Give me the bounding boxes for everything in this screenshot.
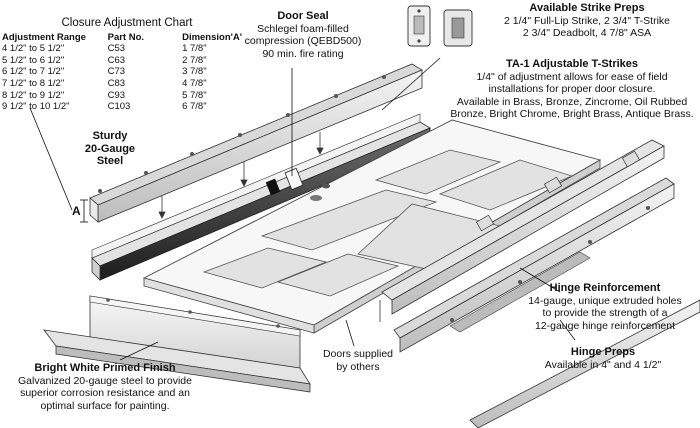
hinge-reinforcement-heading: Hinge Reinforcement xyxy=(549,282,661,294)
hinge-reinforcement-line: 14-gauge, unique extruded holes xyxy=(528,294,682,307)
steel-line: Steel xyxy=(96,155,124,168)
t-strikes-line: Available in Brass, Bronze, Zincrome, Oi… xyxy=(456,95,688,108)
cell-part: C53 xyxy=(107,43,126,55)
dimension-a-marker xyxy=(80,199,88,223)
hinge-reinforcement-line: to provide the strength of a xyxy=(542,307,668,320)
cell-range: 5 1/2" to 6 1/2" xyxy=(2,54,65,66)
table-row: 5 1/2" to 6 1/2" C63 2 7/8" xyxy=(2,55,252,67)
door-seal-line: 90 min. fire rating xyxy=(262,47,344,60)
cell-range: 4 1/2" to 5 1/2" xyxy=(2,43,65,55)
doors-line: Doors supplied xyxy=(322,348,394,360)
closure-adjustment-chart: Closure Adjustment Chart Adjustment Rang… xyxy=(2,17,252,113)
t-strikes-heading: TA-1 Adjustable T-Strikes xyxy=(505,58,639,70)
closure-table: Adjustment Range Part No. Dimension'A' 4… xyxy=(2,32,252,113)
cell-dimension: 6 7/8" xyxy=(182,101,207,113)
table-row: 6 1/2" to 7 1/2" C73 3 7/8" xyxy=(2,66,252,78)
chart-title: Closure Adjustment Chart xyxy=(61,17,193,29)
assembly-arrows xyxy=(158,132,324,219)
strike-preps-line: 2 3/4" Deadbolt, 4 7/8" ASA xyxy=(522,27,652,40)
header-adjustment-range: Adjustment Range xyxy=(2,31,86,43)
table-row: 8 1/2" to 9 1/2" C93 5 7/8" xyxy=(2,90,252,102)
cell-range: 7 1/2" to 8 1/2" xyxy=(2,77,65,89)
door-seal-callout: Door Seal Schlegel foam-filled compressi… xyxy=(238,10,368,60)
strike-preps-heading: Available Strike Preps xyxy=(529,2,645,14)
steel-callout: Sturdy 20-Gauge Steel xyxy=(70,130,150,168)
hinge-jamb-lower xyxy=(379,177,675,353)
strike-plates-illustration xyxy=(407,5,473,47)
header-dimension-a: Dimension'A' xyxy=(182,31,243,43)
hinge-prep-rail xyxy=(469,299,700,428)
cell-dimension: 4 7/8" xyxy=(182,77,207,89)
strike-preps-line: 2 1/4" Full-Lip Strike, 2 3/4" T-Strike xyxy=(504,14,670,27)
cell-part: C93 xyxy=(107,89,126,101)
door-seal-line: Schlegel foam-filled xyxy=(257,22,349,35)
hinge-reinforcement-callout: Hinge Reinforcement 14-gauge, unique ext… xyxy=(510,282,700,332)
strike-jamb-with-seal xyxy=(91,113,431,281)
primed-finish-callout: Bright White Primed Finish Galvanized 20… xyxy=(0,362,210,412)
dimension-a-label: A xyxy=(72,204,81,218)
leader-lines xyxy=(29,57,576,361)
door-seal-heading: Door Seal xyxy=(277,10,329,22)
cell-range: 9 1/2" to 10 1/2" xyxy=(2,101,70,113)
header-part-no: Part No. xyxy=(107,31,145,43)
door-seal-line: compression (QEBD500) xyxy=(244,35,362,48)
primed-finish-line: Galvanized 20-gauge steel to provide xyxy=(18,374,192,387)
steel-line: 20-Gauge xyxy=(84,142,136,155)
cell-range: 8 1/2" to 9 1/2" xyxy=(2,89,65,101)
t-strikes-line: Bronze, Bright Chrome, Bright Brass, Ant… xyxy=(450,108,694,121)
cell-part: C73 xyxy=(107,66,126,78)
cell-range: 6 1/2" to 7 1/2" xyxy=(2,66,65,78)
cell-dimension: 5 7/8" xyxy=(182,89,207,101)
steel-line: Sturdy xyxy=(92,130,128,142)
doors-callout: Doors supplied by others xyxy=(318,348,398,373)
cell-part: C63 xyxy=(107,54,126,66)
primed-finish-line: superior corrosion resistance and an xyxy=(20,387,190,400)
cell-dimension: 1 7/8" xyxy=(182,43,207,55)
cell-dimension: 3 7/8" xyxy=(182,66,207,78)
cell-part: C83 xyxy=(107,77,126,89)
table-row: 7 1/2" to 8 1/2" C83 4 7/8" xyxy=(2,78,252,90)
t-strikes-line: 1/4" of adjustment allows for ease of fi… xyxy=(476,70,668,83)
doors-line: by others xyxy=(336,360,380,373)
hinge-reinforcement-line: 12-gauge hinge reinforcement xyxy=(534,319,676,332)
cell-part: C103 xyxy=(107,101,131,113)
hinge-preps-line: Available in 4" and 4 1/2" xyxy=(544,358,662,371)
hinge-preps-heading: Hinge Preps xyxy=(570,346,636,358)
table-row: 4 1/2" to 5 1/2" C53 1 7/8" xyxy=(2,43,252,55)
t-strikes-callout: TA-1 Adjustable T-Strikes 1/4" of adjust… xyxy=(444,58,700,121)
head-jamb-primed xyxy=(43,295,311,393)
t-strikes-line: installations for proper door closure. xyxy=(488,83,656,96)
table-row: 9 1/2" to 10 1/2" C103 6 7/8" xyxy=(2,101,252,113)
primed-finish-heading: Bright White Primed Finish xyxy=(34,362,176,374)
cell-dimension: 2 7/8" xyxy=(182,54,207,66)
head-jamb-upper xyxy=(89,63,423,223)
strike-preps-callout: Available Strike Preps 2 1/4" Full-Lip S… xyxy=(476,2,698,40)
primed-finish-line: optimal surface for painting. xyxy=(40,399,170,412)
hinge-jamb-upper xyxy=(381,139,665,315)
table-header-row: Adjustment Range Part No. Dimension'A' xyxy=(2,32,252,44)
hinge-preps-callout: Hinge Preps Available in 4" and 4 1/2" xyxy=(528,346,678,371)
